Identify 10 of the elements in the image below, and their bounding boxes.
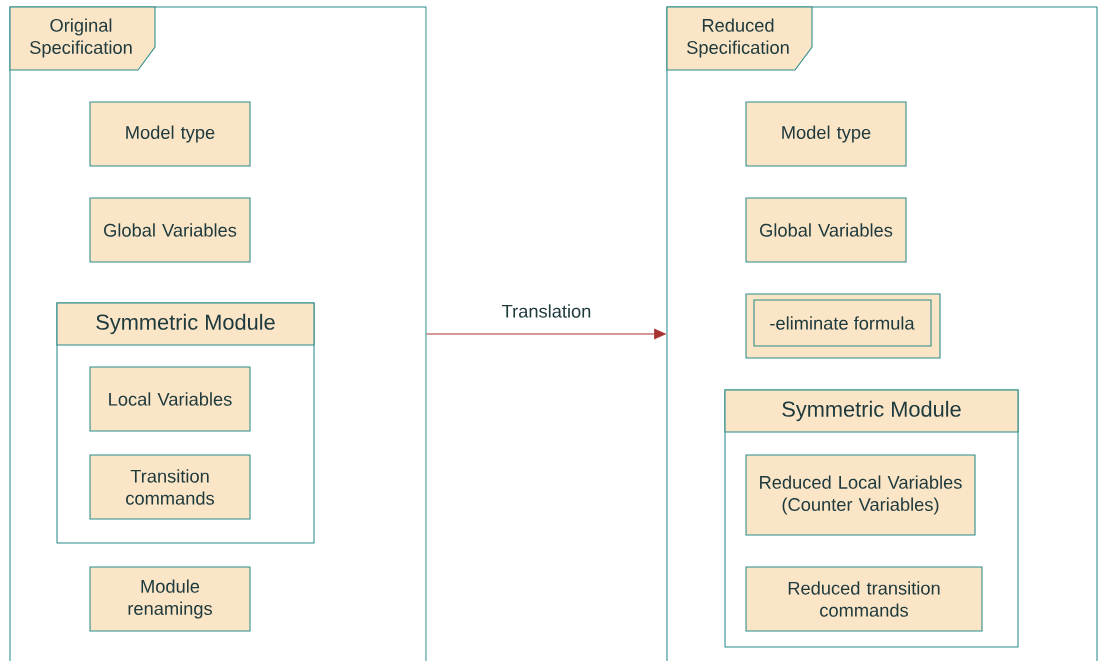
process-box: Global Variables [745, 197, 907, 263]
process-box: Local Variables [89, 366, 251, 432]
double-box: -eliminate formula [745, 293, 941, 359]
process-box: Model type [89, 101, 251, 167]
process-box: Global Variables [89, 197, 251, 263]
process-box: Model type [745, 101, 907, 167]
process-box: Reduced transition commands [745, 566, 983, 632]
process-box: Reduced Local Variables (Counter Variables) [745, 454, 976, 536]
process-box: Transition commands [89, 454, 251, 520]
process-box: Module renamings [89, 566, 251, 632]
